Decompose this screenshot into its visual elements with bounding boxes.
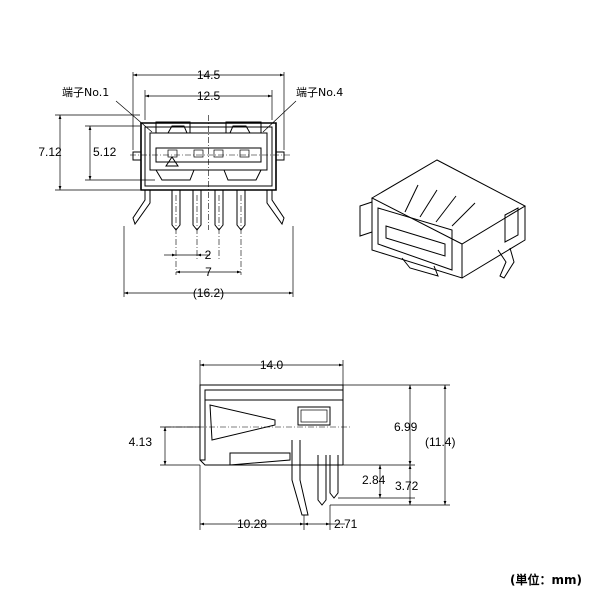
- iso-left-flange: [359, 201, 373, 237]
- iso-opening: [377, 207, 453, 271]
- receptacle-opening: [149, 132, 268, 171]
- contact-2: [193, 149, 204, 158]
- contact-tongue: [155, 147, 262, 163]
- dim-inner-width: 12.5: [197, 89, 221, 103]
- dim-board-offset: 10.28: [237, 517, 267, 531]
- bottom-snap-left: [155, 169, 195, 181]
- contact-4: [239, 149, 250, 158]
- front-signal-pins: [171, 190, 246, 275]
- terminal-4-leader: [262, 100, 297, 133]
- latch-detail-right: [229, 125, 251, 134]
- side-latch-window: [297, 406, 331, 426]
- contact-1: [167, 149, 178, 158]
- dim-inner-height: 5.12: [93, 145, 117, 159]
- iso-side-face: [461, 206, 526, 279]
- orientation-triangle-icon: [165, 156, 179, 167]
- shield-leg-left: [132, 190, 151, 226]
- dim-pin-offset: 2.71: [334, 517, 358, 531]
- side-lower-contact: [229, 452, 291, 466]
- side-bottom-edge: [199, 459, 343, 466]
- side-spring-contact: [209, 404, 276, 441]
- iso-tongue: [385, 225, 446, 257]
- front-view: 14.5 12.5 7.12 5.12 2 7 (16.2) 端子No.1 端子…: [38, 68, 343, 300]
- terminal-4-label: 端子No.4: [296, 86, 343, 99]
- iso-rib: [435, 195, 457, 223]
- side-signal-pin-front: [317, 455, 327, 506]
- front-left-flange: [132, 151, 141, 161]
- dim-height-a: 6.99: [394, 420, 418, 434]
- dim-total-height: 7.12: [38, 145, 62, 159]
- latch-tab-left: [155, 121, 191, 133]
- contact-3: [213, 149, 224, 158]
- latch-tab-right: [225, 121, 262, 133]
- terminal-1-label: 端子No.1: [62, 86, 109, 99]
- dim-overall-height: (11.4): [425, 435, 455, 449]
- dim-pin-span: 7: [205, 265, 212, 279]
- front-shell-outline: [140, 122, 277, 191]
- front-shell-inner-outline: [144, 126, 273, 187]
- iso-rib: [404, 184, 419, 213]
- iso-bottom-leg: [401, 257, 439, 277]
- dim-lead-span: (16.2): [193, 286, 224, 300]
- side-shield-leg: [291, 440, 309, 516]
- side-signal-pin-rear: [329, 455, 339, 499]
- dim-overall-width: 14.5: [197, 68, 221, 82]
- front-right-flange: [276, 151, 285, 161]
- iso-top-face: [370, 159, 527, 245]
- iso-right-flange: [504, 207, 519, 243]
- side-latch-window-inner: [300, 409, 328, 423]
- iso-side-leg: [497, 247, 515, 279]
- dim-pin-height: 2.84: [362, 473, 386, 487]
- shield-leg-right: [266, 190, 285, 226]
- side-view: 14.0 4.13 6.99 (11.4) 2.84 3.72 10.28 2.…: [129, 358, 456, 531]
- side-inner-top: [204, 390, 343, 401]
- latch-detail-left: [167, 125, 188, 134]
- dim-pin-pitch: 2: [205, 248, 212, 262]
- unit-note: (単位：mm): [510, 572, 582, 587]
- terminal-1-leader: [115, 100, 153, 133]
- iso-rib: [451, 202, 476, 227]
- dim-opening-height: 4.13: [129, 435, 153, 449]
- isometric-view: [359, 159, 527, 279]
- side-top-shell: [199, 384, 344, 461]
- bottom-snap-right: [223, 169, 262, 181]
- iso-rib: [419, 189, 438, 218]
- dim-length: 14.0: [260, 358, 284, 372]
- dim-height-b: 3.72: [395, 479, 419, 493]
